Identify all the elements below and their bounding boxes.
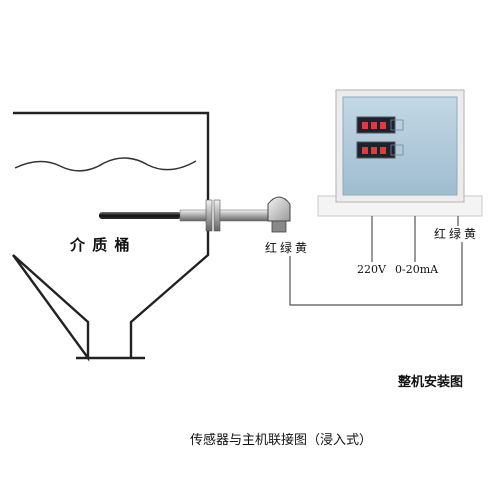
- controller-panel: [342, 96, 458, 196]
- signal-label: 0-20mA: [395, 263, 439, 276]
- controller-terminal-yellow: 黄: [464, 227, 476, 241]
- sensor-junction-head: [267, 196, 291, 233]
- sensor-probe-rod: [99, 212, 181, 219]
- medium-tank: 介 质 桶: [12, 111, 210, 362]
- indicator-frame-upper: [390, 119, 404, 131]
- sensor-controller-cable: [289, 242, 463, 306]
- power-label: 220V: [357, 263, 387, 276]
- tank-label: 介 质 桶: [69, 236, 130, 254]
- sensor-sleeve: [179, 209, 211, 222]
- bottom-caption: 传感器与主机联接图（浸入式）: [190, 432, 372, 448]
- immersion-sensor: [99, 196, 291, 233]
- sensor-terminal-red: 红: [265, 240, 277, 255]
- display-upper-digits: [362, 122, 386, 129]
- junction-head-cover: [267, 196, 291, 222]
- sensor-terminals: 红 绿 黄: [265, 240, 307, 255]
- sensor-terminal-yellow: 黄: [295, 241, 307, 255]
- indicator-frame-lower: [390, 144, 404, 156]
- sensor-flange-left: [205, 199, 213, 232]
- sensor-flange-right: [213, 199, 221, 232]
- installation-title: 整机安装图: [397, 374, 463, 390]
- liquid-surface-wave: [14, 157, 197, 172]
- cable-gland: [271, 220, 287, 233]
- tank-body-outline: [12, 111, 210, 362]
- controller-terminal-green: 绿: [449, 226, 461, 241]
- sensor-extension-tube: [219, 209, 271, 222]
- display-lower-digits: [362, 147, 386, 154]
- controller-unit: [317, 89, 483, 217]
- controller-terminal-red: 红: [434, 226, 446, 241]
- sensor-terminal-green: 绿: [280, 240, 292, 255]
- controller-wiring: 220V 0-20mA 红 绿 黄: [357, 216, 476, 276]
